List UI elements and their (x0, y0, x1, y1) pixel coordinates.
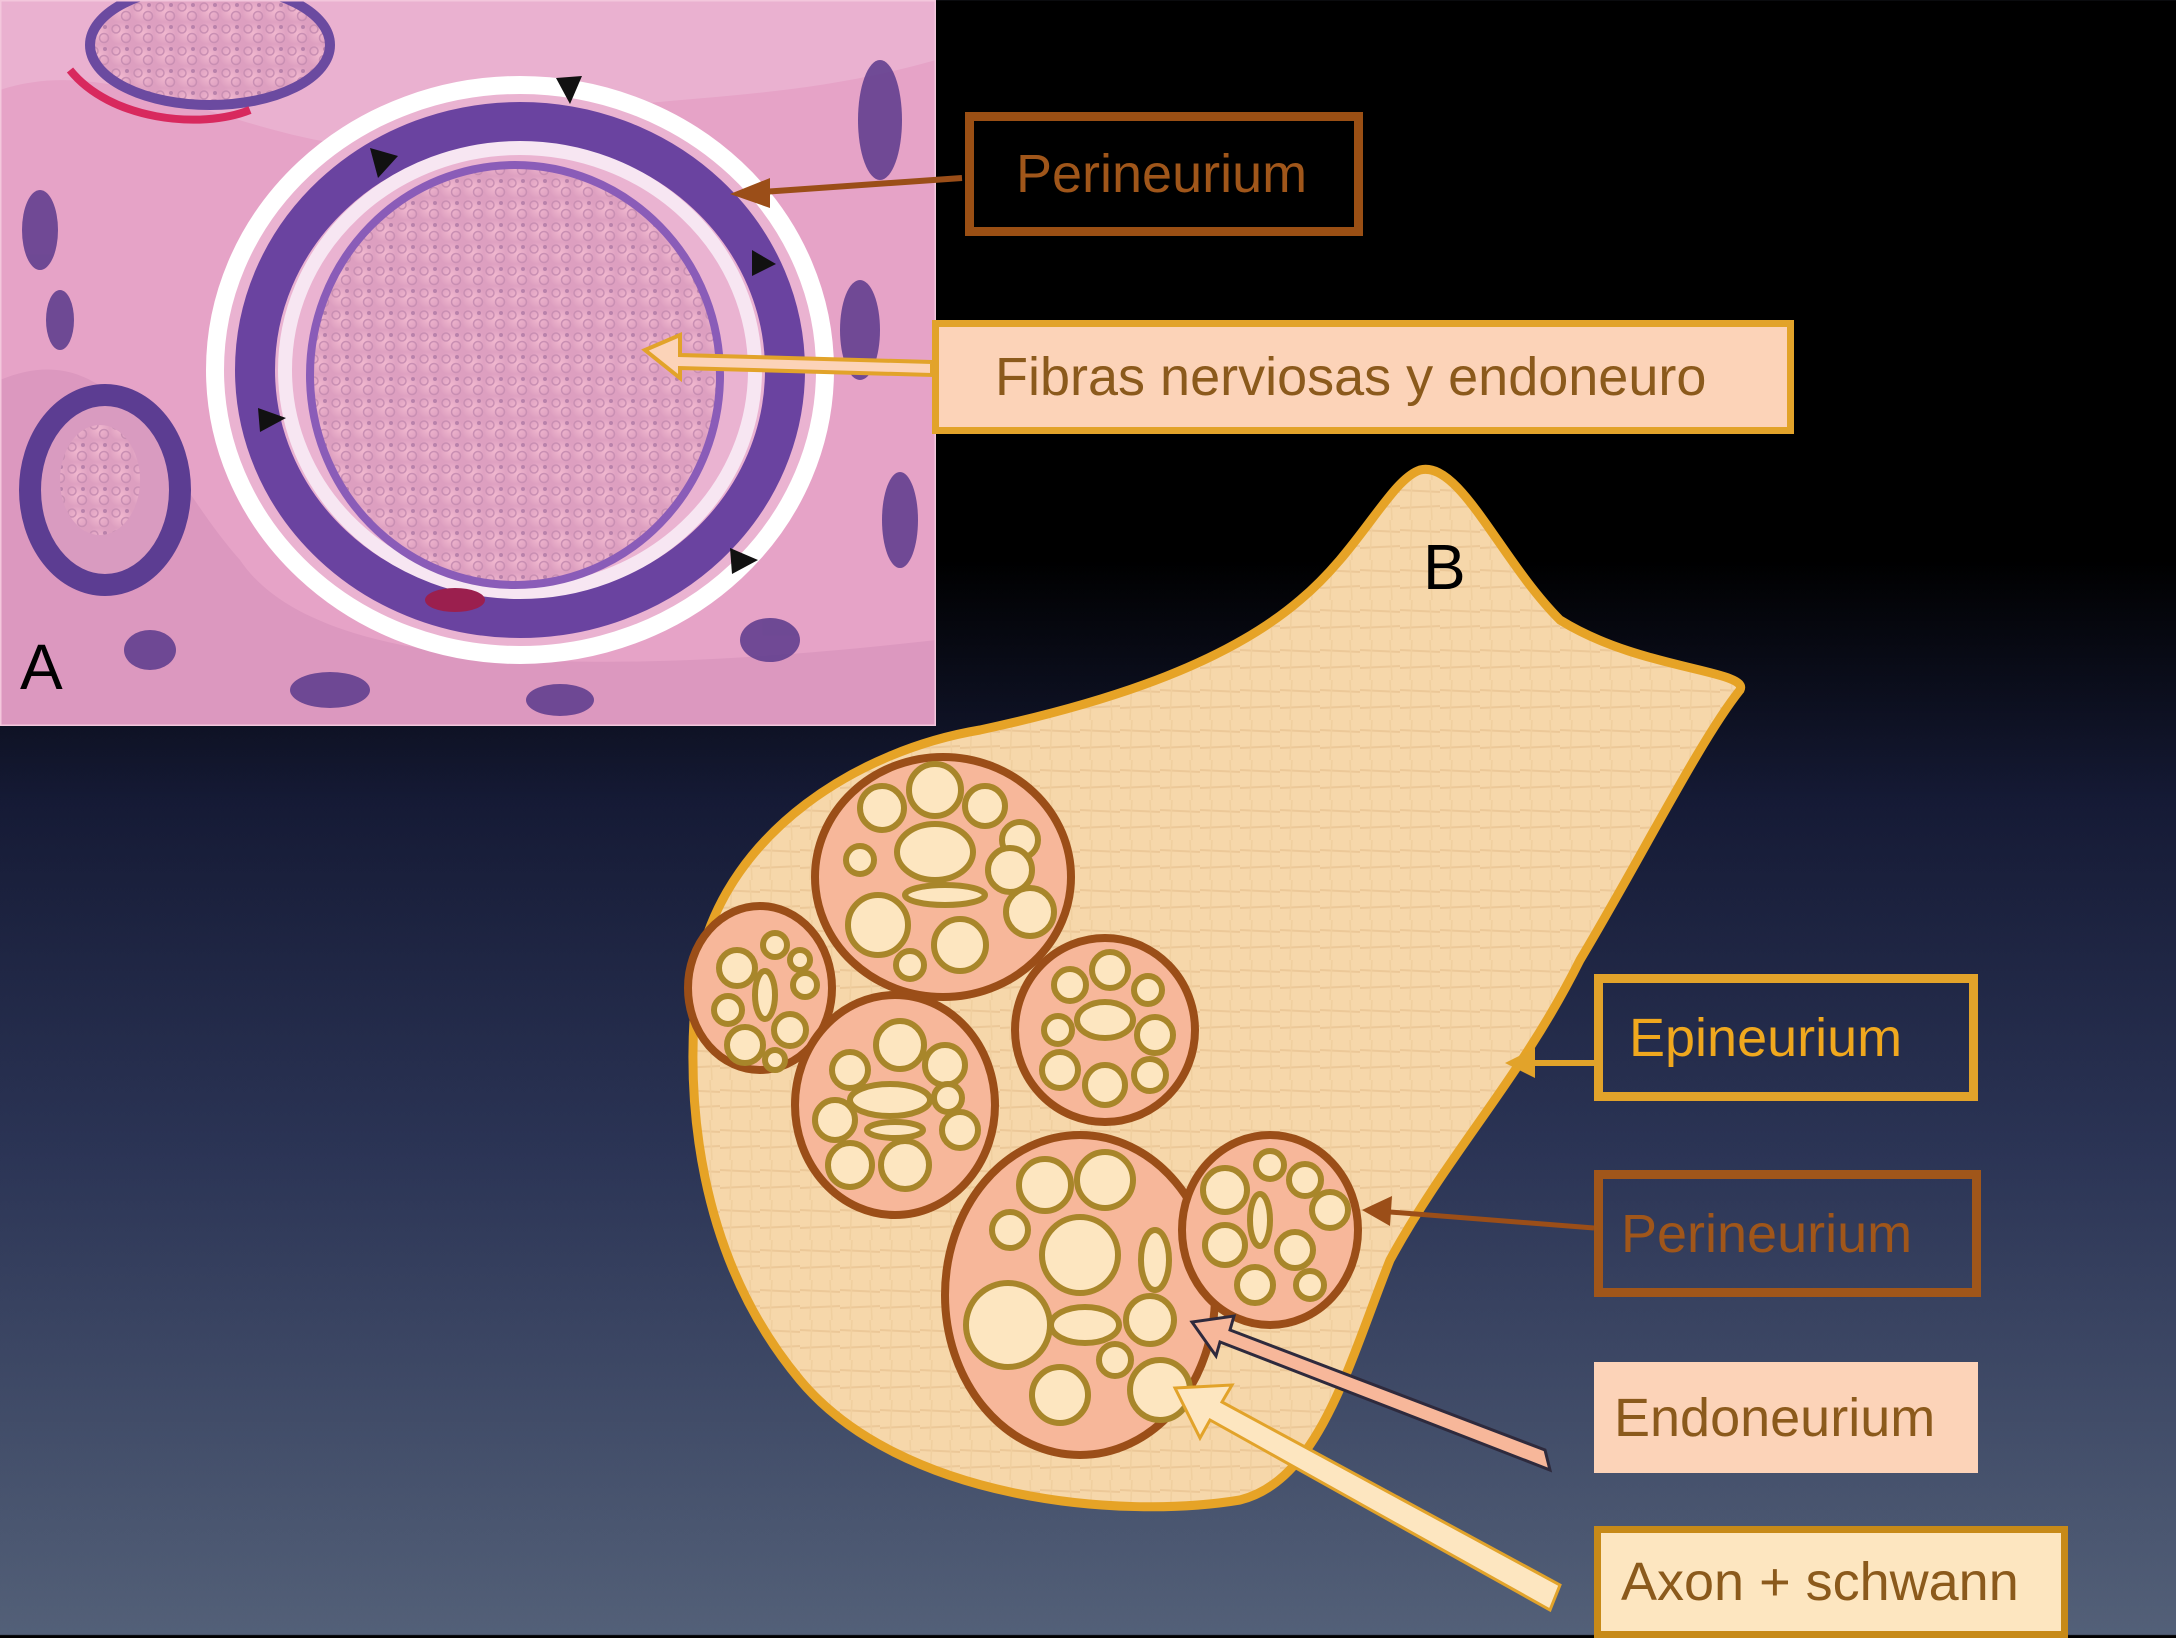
fascicle-5 (945, 1135, 1215, 1455)
axon-label: Axon + schwann (1594, 1526, 2068, 1638)
axon-text: Axon + schwann (1621, 1551, 2019, 1613)
fascicle-1 (815, 757, 1071, 997)
perineurium-text-top: Perineurium (1016, 143, 1307, 205)
epineurium-label: Epineurium (1594, 974, 1978, 1101)
fascicle-6 (1182, 1135, 1358, 1325)
perineurium-text-bottom: Perineurium (1621, 1203, 1912, 1265)
fibras-label: Fibras nerviosas y endoneuro (932, 320, 1794, 434)
perineurium-label-bottom: Perineurium (1594, 1170, 1981, 1297)
fibras-text: Fibras nerviosas y endoneuro (995, 346, 1706, 408)
endoneurium-text: Endoneurium (1614, 1387, 1935, 1449)
endoneurium-label: Endoneurium (1594, 1362, 1978, 1473)
fascicle-3 (795, 995, 995, 1215)
perineurium-label-top: Perineurium (965, 112, 1363, 236)
epineurium-text: Epineurium (1629, 1007, 1902, 1069)
panel-b-label: B (1423, 530, 1466, 604)
fascicle-4 (1015, 938, 1195, 1122)
